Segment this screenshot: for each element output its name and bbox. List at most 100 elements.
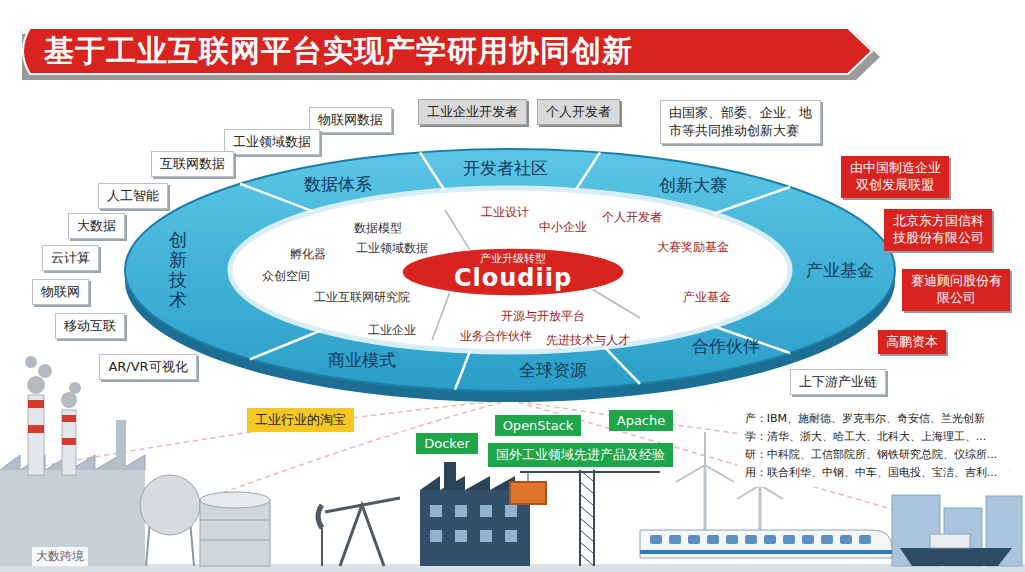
node-text: 由国家、部委、企业、地市等共同推动创新大赛	[669, 104, 812, 139]
node-text: 人工智能	[107, 187, 159, 205]
callout-box: 物联网	[32, 279, 89, 305]
node-text: 物联网	[41, 283, 80, 301]
wind-turbines	[759, 485, 762, 530]
crane	[580, 470, 594, 566]
callout-box: 物联网数据	[309, 107, 392, 133]
smoke	[27, 376, 45, 394]
node-text: OpenStack	[503, 418, 574, 433]
ring-segment: 商业模式	[326, 348, 398, 373]
train	[840, 535, 852, 544]
node-text: AR/VR可视化	[108, 358, 187, 376]
factory-center	[420, 462, 530, 566]
callout-box: 大数据	[68, 213, 125, 239]
pump-jack	[325, 498, 400, 512]
inner-area	[230, 188, 790, 352]
node-text: 移动互联	[64, 317, 116, 335]
developer-box: 工业企业开发者	[418, 99, 527, 125]
crane	[580, 482, 594, 494]
smoke	[25, 356, 37, 368]
factory-left	[28, 425, 44, 433]
title-banner	[22, 28, 880, 80]
ring-segment: 开发者社区	[461, 156, 550, 181]
node-text: 工业领域数据	[233, 133, 311, 151]
factory-left	[28, 395, 44, 475]
inner-label: 业务合作伙伴	[460, 328, 532, 345]
developer-box: 个人开发者	[537, 99, 620, 125]
factory-center	[505, 530, 517, 542]
node-text: 物联网数据	[318, 111, 383, 129]
ring-divider	[455, 351, 470, 390]
ring-segment: 创新大赛	[657, 173, 729, 198]
crane	[510, 482, 546, 504]
storage-tanks	[200, 540, 270, 541]
fund-box: 由中国制造企业双创发展联盟	[841, 156, 949, 198]
factory-center	[430, 505, 442, 517]
train	[650, 535, 662, 544]
node-text: Docker	[424, 436, 470, 451]
resource-box: Apache	[609, 410, 674, 431]
factory-left	[62, 438, 76, 445]
storage-tanks	[200, 520, 270, 521]
ring-divider	[420, 152, 445, 190]
smoke	[38, 364, 52, 378]
crane	[580, 494, 594, 506]
node-text: 互联网数据	[160, 155, 225, 173]
node-text: 创新技术	[169, 230, 187, 309]
inner-label: 工业设计	[481, 204, 529, 221]
factory-center	[480, 505, 492, 517]
resource-box: Docker	[416, 433, 478, 454]
node-text: 学：清华、浙大、哈工大、北科大、上海理工、...	[745, 428, 998, 446]
train	[726, 535, 738, 544]
smoke	[61, 392, 77, 408]
inner-label: 数据模型	[354, 220, 402, 237]
ship	[930, 534, 970, 548]
train	[802, 535, 814, 544]
callout-box: 由国家、部委、企业、地市等共同推动创新大赛	[660, 100, 821, 143]
node-text: 全球资源	[519, 359, 587, 382]
inner-label: 中小企业	[539, 219, 587, 236]
inner-label: 大赛奖励基金	[657, 239, 729, 256]
fund-box: 高鹏资本	[878, 330, 946, 355]
inner-label: 个人开发者	[602, 209, 662, 226]
callout-box: 云计算	[42, 245, 99, 271]
train	[640, 550, 892, 554]
ring-divider	[240, 184, 314, 212]
node-text: 合作伙伴	[692, 335, 760, 358]
node-text: 北京东方国信科技股份有限公司	[892, 213, 984, 247]
factory-center	[455, 530, 467, 542]
factory-center	[505, 505, 517, 517]
ring-segment: 产业基金	[804, 258, 876, 283]
train	[669, 535, 681, 544]
node-text: 工业行业的淘宝	[255, 411, 346, 429]
callout-box: 互联网数据	[151, 151, 234, 177]
ring-segment: 数据体系	[302, 172, 374, 197]
train	[745, 535, 757, 544]
node-text: 赛迪顾问股份有限公司	[910, 273, 1002, 307]
node-text: 商业模式	[328, 349, 396, 372]
fund-box: 北京东方国信科技股份有限公司	[884, 209, 992, 251]
ring-divider	[250, 330, 321, 359]
inner-label: 孵化器	[290, 246, 326, 263]
smoke	[25, 356, 81, 408]
node-text: 产业基金	[806, 259, 874, 282]
callout-box: 上下游产业链	[790, 369, 886, 395]
factory-left	[28, 400, 44, 408]
node-text: 数据体系	[304, 173, 372, 196]
node-text: Apache	[617, 413, 666, 428]
node-text: 高鹏资本	[886, 334, 938, 351]
node-text: 大数据	[77, 217, 116, 235]
ring-divider	[575, 152, 600, 190]
storage-tanks	[140, 475, 270, 566]
callout-box: 移动互联	[55, 313, 125, 339]
wind-turbines	[676, 465, 705, 482]
crane	[520, 471, 660, 473]
pump-jack	[318, 505, 322, 528]
title-text: 基于工业互联网平台实现产学研用协同创新	[44, 31, 633, 72]
ship	[900, 534, 1012, 566]
factory-center	[444, 462, 456, 490]
crane	[510, 470, 660, 566]
node-text: 产：IBM、施耐德、罗克韦尔、奇安信、兰光创新	[745, 410, 998, 428]
node-text: 研：中科院、工信部院所、钢铁研究总院、仪综所...	[745, 446, 998, 464]
ring-divider	[605, 347, 640, 384]
storage-tanks	[140, 475, 200, 535]
